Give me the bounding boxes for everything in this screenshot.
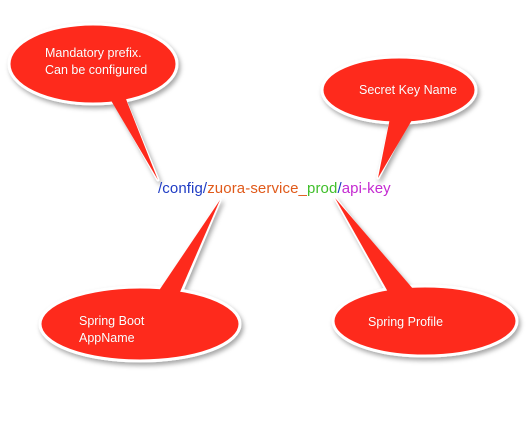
path-key: api-key [341,180,391,197]
path-underscore: _ [298,180,307,197]
config-path: /config/zuora-service_prod/api-key [158,180,391,197]
callout-prefix-line1: Mandatory prefix. [45,46,142,60]
path-app-name: zuora-service [207,180,299,197]
callout-profile-line1: Spring Profile [368,315,444,329]
callout-prefix [7,22,179,182]
path-slash-3: / [337,180,342,197]
callout-prefix-text: Mandatory prefix. Can be configured [45,45,147,79]
callout-profile-text: Spring Profile [368,314,443,331]
callout-app-line2: AppName [79,331,135,345]
path-profile: prod [307,180,338,197]
callout-app-text: Spring Boot AppName [79,313,144,347]
callout-profile [331,196,519,358]
callout-app-line1: Spring Boot [79,314,145,328]
path-slash-2: / [202,180,208,197]
callout-prefix-line2: Can be configured [45,63,148,77]
callout-key-line1: Secret Key Name [359,83,457,97]
path-slash-1: / [158,180,163,197]
path-prefix: config [162,180,203,197]
callout-key-text: Secret Key Name [359,82,457,99]
callout-key [320,55,478,180]
callout-app [38,198,242,363]
